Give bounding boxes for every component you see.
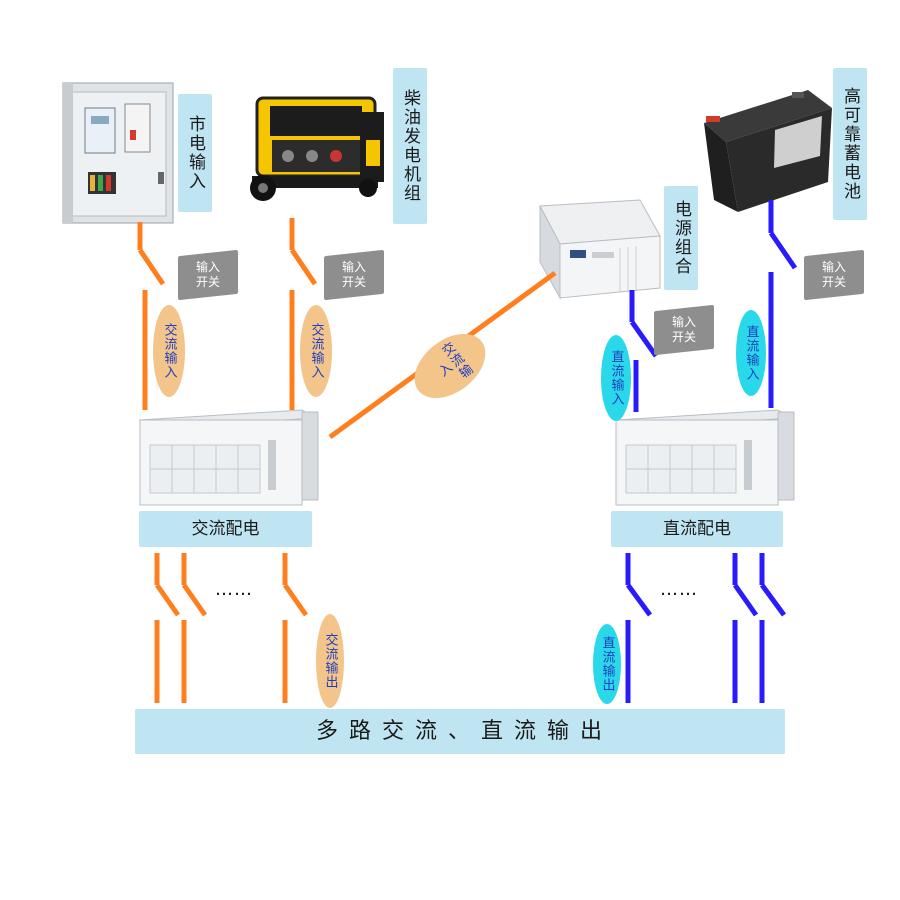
input-switch-tag-battery: 输入 开关 (804, 249, 864, 301)
ac-distribution-cabinet-image (138, 409, 319, 506)
mains-input-label: 市电输入 (178, 94, 212, 212)
dc-switch-combo (629, 320, 659, 358)
power-combo-label: 电源组合 (664, 186, 698, 290)
input-switch-text: 输入 开关 (195, 260, 220, 289)
power-combo-image (539, 199, 661, 300)
ac-output-text: 交流输出 (322, 633, 338, 689)
dc-out-2-switch (732, 583, 759, 617)
input-switch-text: 输入 开关 (821, 260, 846, 289)
ac-switch-diesel (289, 248, 318, 286)
ac-input-oval-mains: 交流输入 (153, 305, 185, 397)
ac-input-text: 交流输入 (161, 323, 177, 379)
diesel-generator-label: 柴油发电机组 (393, 68, 427, 224)
dc-more-outputs-ellipsis: …… (660, 579, 698, 600)
dc-input-text: 直流输入 (608, 350, 624, 406)
dc-out-3-switch (759, 583, 787, 617)
ac-out-1-switch (154, 583, 181, 617)
dc-input-text: 直流输入 (743, 325, 759, 381)
ac-switch-mains (137, 248, 166, 286)
dc-out-1-switch (625, 583, 653, 617)
dc-distribution-cabinet-image (614, 409, 795, 506)
ac-distribution-label: 交流配电 (139, 511, 312, 547)
ac-input-text: 交流输入 (308, 323, 324, 379)
diesel-generator-image (250, 96, 384, 201)
input-switch-text: 输入 开关 (671, 315, 696, 344)
ac-out-2-switch (181, 583, 208, 617)
dc-input-oval-combo: 直流输入 (601, 335, 631, 421)
ac-input-oval-diesel: 交流输入 (300, 305, 332, 397)
dc-input-oval-battery: 直流输入 (736, 310, 766, 396)
input-switch-tag-diesel: 输入 开关 (324, 249, 384, 301)
ac-output-oval: 交流输出 (316, 614, 344, 708)
dc-wiring (625, 200, 798, 703)
output-bus-label: 多 路 交 流 、 直 流 输 出 (135, 709, 785, 754)
ac-out-3-switch (282, 583, 309, 617)
mains-cabinet-image (62, 82, 174, 224)
dc-distribution-label: 直流配电 (611, 511, 783, 547)
dc-output-oval: 直流输出 (593, 624, 621, 704)
dc-output-text: 直流输出 (599, 636, 615, 692)
battery-image (704, 90, 832, 212)
dc-switch-battery (768, 231, 798, 270)
ac-more-outputs-ellipsis: …… (215, 579, 253, 600)
input-switch-text: 输入 开关 (341, 260, 366, 289)
input-switch-tag-mains: 输入 开关 (178, 249, 238, 301)
input-switch-tag-power-combo: 输入 开关 (654, 304, 714, 356)
battery-label: 高可靠蓄电池 (833, 68, 867, 220)
